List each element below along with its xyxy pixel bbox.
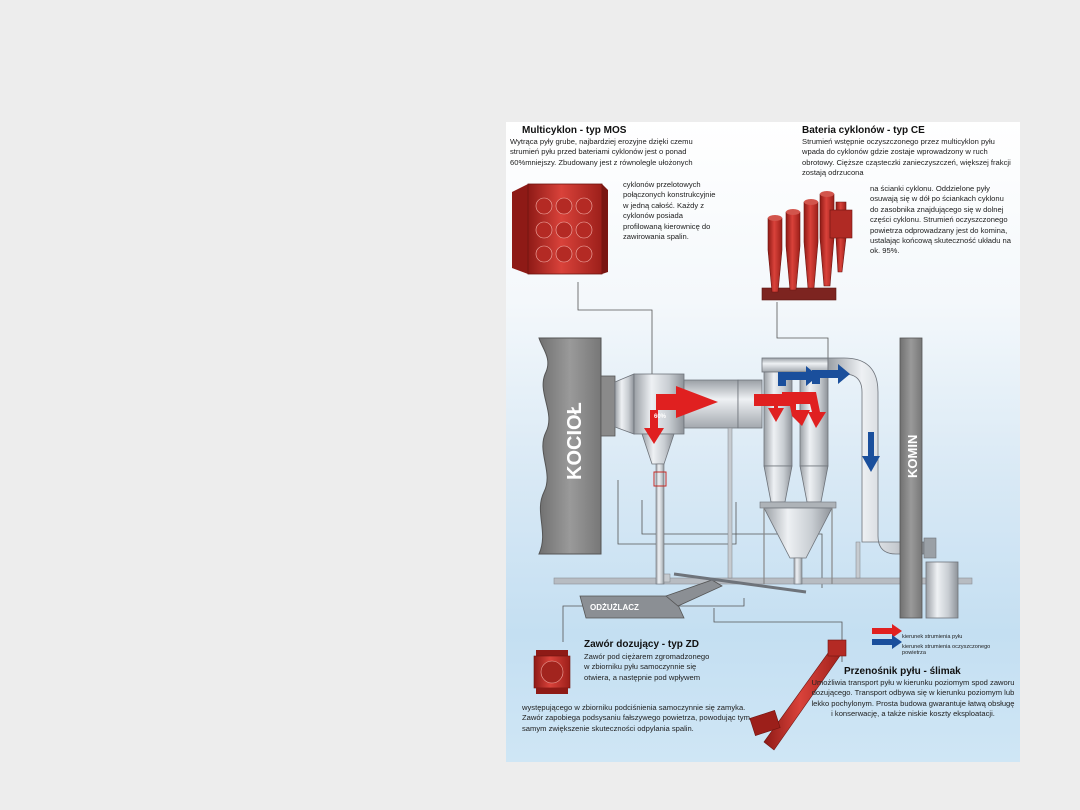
multicyclone-description-top: Wytrąca pyły grube, najbardziej erozyjne… bbox=[510, 137, 693, 167]
screw-conveyor-illustration bbox=[749, 639, 847, 751]
dosing-valve-description-side: Zawór pod ciężarem zgromadzonego w zbior… bbox=[584, 652, 710, 682]
multicyclone-illustration bbox=[512, 183, 608, 275]
dosing-valve-illustration bbox=[533, 650, 571, 694]
cyclone-battery-description-top: Strumień wstępnie oczyszczonego przez mu… bbox=[802, 137, 1011, 178]
cyclone-battery-illustration bbox=[761, 191, 853, 301]
screw-conveyor-description: Umożliwia transport pyłu w kierunku pozi… bbox=[811, 678, 1015, 719]
inline-conveyor bbox=[673, 572, 807, 594]
floor-beam bbox=[553, 577, 973, 585]
cyclone-battery bbox=[737, 357, 837, 585]
diagram-panel: KOCIOŁ bbox=[506, 122, 1020, 762]
legend-clean-air-flow: kierunek strumienia oczyszczonego powiet… bbox=[902, 643, 991, 656]
cyclone-battery-description-side: na ścianki cyklonu. Oddzielone pyły osuw… bbox=[870, 184, 1011, 256]
chimney-label: KOMIN bbox=[905, 435, 920, 478]
chimney bbox=[899, 337, 923, 619]
cyclone-battery-title: Bateria cyklonów - typ CE bbox=[802, 125, 925, 136]
support-posts bbox=[663, 427, 861, 583]
screw-conveyor-title: Przenośnik pyłu - ślimak bbox=[844, 666, 961, 677]
clean-air-arrows bbox=[778, 364, 880, 472]
multicyclone-description-side: cyklonów przelotowych połączonych konstr… bbox=[623, 180, 716, 242]
dust-flow-arrows bbox=[644, 386, 826, 444]
deslagger-label: ODŻUŻLACZ bbox=[590, 603, 639, 612]
deslagger bbox=[579, 579, 723, 619]
percent-label: 60% bbox=[654, 414, 667, 420]
legend-arrows bbox=[872, 624, 902, 649]
dust-collection-diagram: KOCIOŁ bbox=[512, 183, 973, 751]
multicyclone-title: Multicyklon - typ MOS bbox=[522, 125, 627, 136]
legend-dust-flow: kierunek strumienia pyłu bbox=[902, 633, 963, 640]
boiler-label: KOCIOŁ bbox=[564, 402, 586, 480]
dosing-valve-description-bottom: występującego w zbiorniku podciśnienia s… bbox=[522, 703, 750, 733]
dosing-valve-title: Zawór dozujący - typ ZD bbox=[584, 639, 700, 650]
